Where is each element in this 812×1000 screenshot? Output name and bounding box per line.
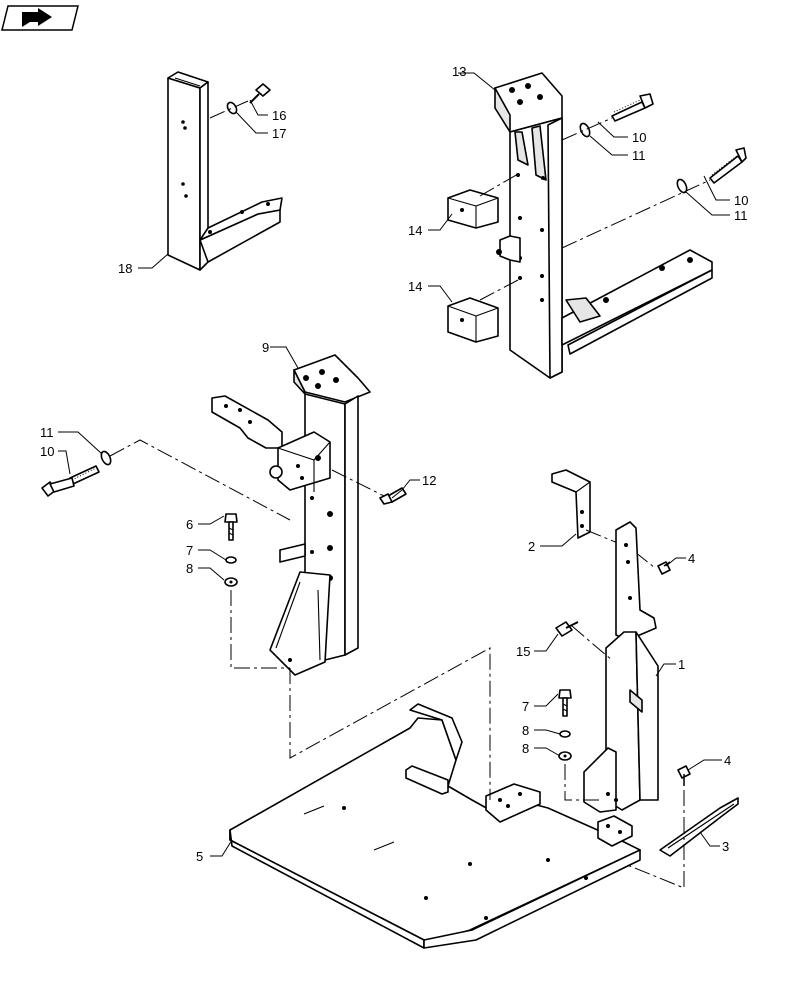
callout-label-12: 12: [422, 473, 436, 488]
callout-label-10: 10: [734, 193, 748, 208]
callout-label-7: 8: [522, 723, 529, 738]
callout-label-16: 17: [272, 126, 286, 141]
callout-label-2: 2: [528, 539, 535, 554]
part-14-spacer-block-lower: [447, 297, 499, 343]
part-3-guard-plate: [659, 797, 739, 857]
callout-label-6: 6: [186, 517, 193, 532]
callout-label-8: 8: [186, 561, 193, 576]
callout-label-4: 4: [688, 551, 695, 566]
callout-label-10: 10: [40, 444, 54, 459]
part-17-bolt: [555, 621, 579, 637]
callout-label-15: 16: [272, 108, 286, 123]
part-7-washer-right: [559, 730, 571, 738]
callout-label-11: 11: [40, 425, 54, 440]
part-7-washer-left: [225, 556, 237, 564]
part-6-bolt-left: [224, 513, 238, 541]
part-14-spacer-block-upper: [447, 189, 499, 229]
callout-label-11: 11: [734, 208, 748, 223]
callout-label-14: 14: [408, 223, 422, 238]
part-13-upright-bracket: [494, 72, 713, 379]
part-18-upright-bracket: [167, 71, 283, 271]
callout-label-3: 3: [722, 839, 729, 854]
callout-label-17: 15: [516, 644, 530, 659]
arrow-right-icon[interactable]: [1, 5, 79, 31]
callout-label-5: 5: [196, 849, 203, 864]
callout-label-14: 14: [408, 279, 422, 294]
part-6-bolt-right: [558, 689, 572, 717]
part-9-mounting-bracket: [211, 354, 371, 676]
callout-labels: 18 16 17 13 10 11 10 11 14 14 9 11 10 12…: [40, 64, 748, 864]
callout-label-10: 10: [632, 130, 646, 145]
part-8-washer-left: [224, 577, 238, 587]
callout-label-13: 13: [452, 64, 466, 79]
part-15-bolt: [249, 83, 271, 104]
callout-label-1: 1: [678, 657, 685, 672]
callout-label-18: 18: [118, 261, 132, 276]
part-11-washer-left: [100, 450, 112, 466]
callout-label-7: 7: [186, 543, 193, 558]
part-2-angle-bracket: [551, 469, 591, 539]
part-10-bolt-lower: [709, 147, 747, 184]
part-4-bolt-lower: [677, 765, 691, 786]
part-8-washer-right: [558, 751, 572, 761]
part-11-washer-lower: [676, 178, 688, 194]
part-12-bolt: [379, 487, 407, 505]
callout-label-6: 7: [522, 699, 529, 714]
callout-label-11: 11: [632, 148, 646, 163]
part-5-floor-plate: [229, 703, 641, 949]
callout-label-4: 4: [724, 753, 731, 768]
part-11-washer-upper: [579, 122, 591, 138]
callout-label-9: 9: [262, 340, 269, 355]
callout-label-8: 8: [522, 741, 529, 756]
part-10-bolt-left: [41, 465, 100, 497]
part-1-side-bracket: [583, 521, 659, 813]
callout-leaders: [58, 72, 730, 857]
part-10-bolt-upper: [611, 93, 654, 122]
